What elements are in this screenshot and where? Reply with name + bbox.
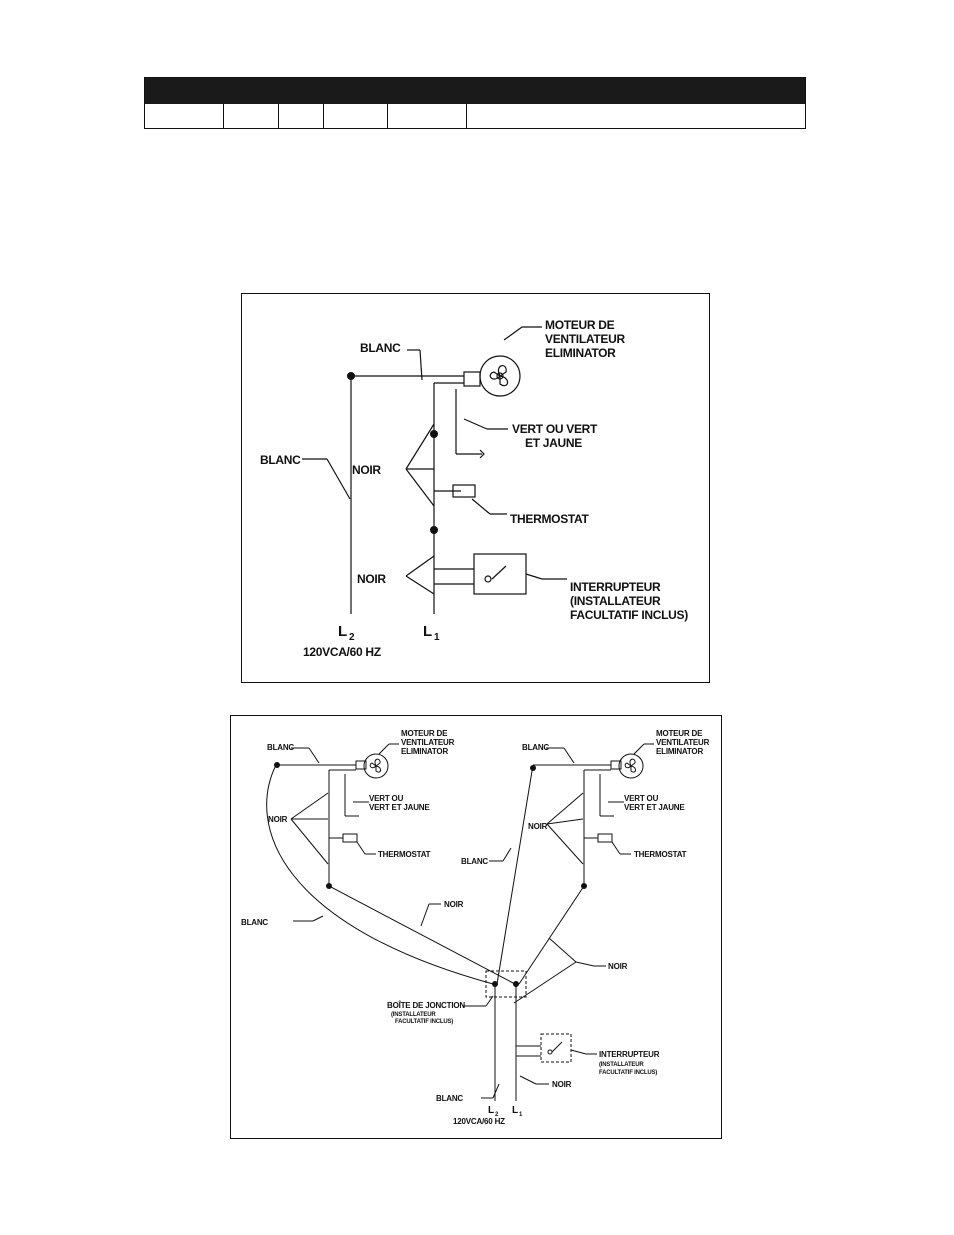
switch-lever-icon (491, 565, 507, 580)
thermostat-box (452, 484, 476, 498)
white-wire-curve (266, 764, 494, 985)
right-label-ground-2: VERT ET JAUNE (624, 803, 685, 812)
label-motor-2: VENTILATEUR (545, 332, 625, 346)
switch-box (540, 1033, 572, 1063)
label-switch-1: INTERRUPTEUR (570, 580, 661, 594)
junction-box (485, 970, 527, 998)
junction-dot (430, 526, 438, 534)
label-noir-2: NOIR (357, 572, 386, 586)
fan-motor-right-icon (618, 753, 644, 779)
header-cell-2 (224, 104, 279, 128)
right-label-motor-3: ELIMINATOR (656, 747, 703, 756)
header-cell-6 (467, 104, 805, 128)
label-blanc-top: BLANC (360, 341, 401, 355)
wiring-diagram-dual-svg: BLANC MOTEUR DE VENTILATEUR ELIMINATOR V… (241, 729, 710, 1126)
left-label-motor-1: MOTEUR DE (401, 729, 448, 738)
motor-connector (463, 371, 481, 387)
fan-blade-icon (489, 365, 509, 387)
black-wire-left (328, 885, 516, 985)
header-cell-5 (388, 104, 467, 128)
left-label-ground-1: VERT OU (369, 794, 404, 803)
switch-box (473, 553, 527, 595)
switch-contact-icon (484, 575, 492, 583)
label-thermostat: THERMOSTAT (510, 512, 590, 526)
label-supply: 120VCA/60 HZ (453, 1117, 505, 1126)
label-blanc-mid: BLANC (461, 857, 488, 866)
junction-dot (430, 430, 438, 438)
black-wire-right (518, 885, 585, 985)
right-label-motor-1: MOTEUR DE (656, 729, 703, 738)
left-label-ground-2: VERT ET JAUNE (369, 803, 430, 812)
header-table-bar (145, 78, 805, 104)
label-switch-2: (INSTALLATEUR (599, 1062, 644, 1068)
header-cell-1 (145, 104, 224, 128)
label-motor-3: ELIMINATOR (545, 346, 616, 360)
header-cell-4 (324, 104, 388, 128)
wiring-diagram-single-svg: BLANC BLANC MOTEUR DE VENTILATEUR ELIMIN… (260, 318, 689, 659)
label-noir-1: NOIR (352, 463, 381, 477)
header-table (144, 77, 806, 129)
wiring-diagram-dual-fan: BLANC MOTEUR DE VENTILATEUR ELIMINATOR V… (230, 715, 722, 1139)
fan-motor-left-icon (363, 753, 389, 779)
label-switch-3: FACULTATIF INCLUS) (570, 608, 688, 622)
label-jbox-2: (INSTALLATEUR (391, 1012, 436, 1018)
left-label-blanc: BLANC (267, 743, 294, 752)
label-l1: L (423, 623, 432, 640)
label-motor-1: MOTEUR DE (545, 318, 615, 332)
header-cell-3 (279, 104, 324, 128)
right-label-motor-2: VENTILATEUR (656, 738, 710, 747)
label-switch-3: FACULTATIF INCLUS) (599, 1070, 657, 1076)
label-noir-mid: NOIR (444, 900, 464, 909)
label-l2: L (338, 623, 347, 640)
label-l1: L (512, 1105, 518, 1116)
right-label-thermostat: THERMOSTAT (634, 850, 687, 859)
label-noir-bottom: NOIR (552, 1080, 572, 1089)
label-supply: 120VCA/60 HZ (303, 645, 381, 659)
junction-dot (347, 372, 355, 380)
white-wire-right (496, 764, 534, 985)
label-switch-1: INTERRUPTEUR (599, 1050, 660, 1059)
right-label-noir: NOIR (528, 822, 548, 831)
fan-motor-icon (479, 355, 521, 397)
label-ground-2: ET JAUNE (525, 436, 582, 450)
right-label-ground-1: VERT OU (624, 794, 659, 803)
label-jbox-1: BOÎTE DE JONCTION (387, 1001, 465, 1010)
left-label-motor-2: VENTILATEUR (401, 738, 455, 747)
label-l2: L (488, 1105, 494, 1116)
ground-terminal-icon (479, 449, 485, 459)
label-l1-sub: 1 (434, 632, 440, 643)
label-blanc-left: BLANC (260, 453, 301, 467)
label-blanc-curve: BLANC (241, 918, 268, 927)
left-label-thermostat: THERMOSTAT (378, 850, 431, 859)
label-l1-sub: 1 (519, 1112, 523, 1118)
label-l2-sub: 2 (495, 1112, 499, 1118)
right-label-blanc: BLANC (522, 743, 549, 752)
left-label-noir: NOIR (268, 815, 288, 824)
label-jbox-3: FACULTATIF INCLUS) (395, 1019, 453, 1025)
label-ground-1: VERT OU VERT (512, 422, 598, 436)
label-l2-sub: 2 (349, 632, 355, 643)
header-table-row (145, 104, 805, 128)
wiring-diagram-single-fan: BLANC BLANC MOTEUR DE VENTILATEUR ELIMIN… (241, 293, 710, 683)
left-label-motor-3: ELIMINATOR (401, 747, 448, 756)
label-switch-2: (INSTALLATEUR (570, 594, 661, 608)
label-noir-right: NOIR (608, 962, 628, 971)
label-blanc-bottom: BLANC (436, 1094, 463, 1103)
